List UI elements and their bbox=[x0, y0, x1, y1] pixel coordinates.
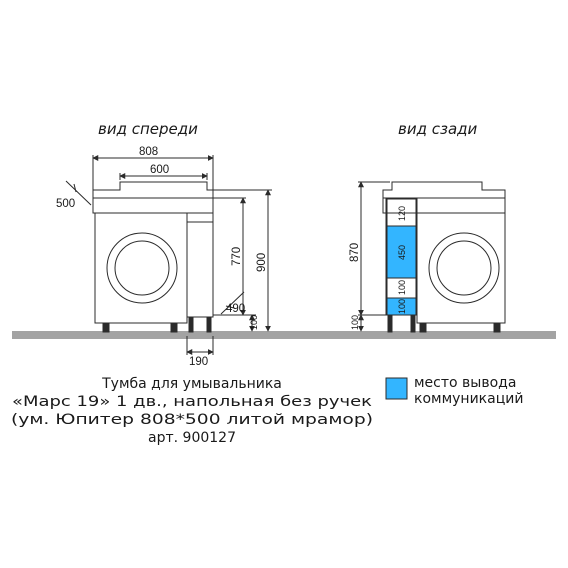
front-dim-600: 600 bbox=[150, 164, 169, 176]
back-dim-100a: 100 bbox=[397, 280, 407, 295]
front-view bbox=[65, 155, 272, 355]
floor-line bbox=[12, 331, 556, 339]
caption-line-2: «Марс 19» 1 дв., напольная без ручек bbox=[12, 394, 372, 410]
front-washer-drum-inner bbox=[114, 240, 170, 296]
back-dim-leg-100: 100 bbox=[350, 315, 360, 330]
front-dim-500: 500 bbox=[56, 198, 75, 210]
front-cabinet-body bbox=[186, 212, 214, 318]
front-dim-808: 808 bbox=[139, 146, 158, 158]
back-dim-100b: 100 bbox=[397, 299, 407, 314]
front-dim-490: 490 bbox=[226, 303, 245, 315]
front-dim-900: 900 bbox=[256, 253, 268, 272]
back-washer-drum-outer bbox=[428, 232, 500, 304]
back-view bbox=[358, 181, 506, 333]
back-cabinet-leg-left bbox=[387, 314, 393, 333]
front-dim-770: 770 bbox=[231, 247, 243, 266]
front-cabinet-leg-left bbox=[188, 316, 194, 333]
back-washer-drum-inner bbox=[436, 240, 492, 296]
front-washer-drum-outer bbox=[106, 232, 178, 304]
back-washer-foot-left bbox=[419, 322, 427, 333]
back-washer-body bbox=[416, 212, 506, 324]
legend-line-2: коммуникаций bbox=[414, 391, 523, 407]
caption-line-4: арт. 900127 bbox=[148, 430, 236, 446]
caption-line-1: Тумба для умывальника bbox=[101, 376, 282, 392]
back-seg-120 bbox=[386, 198, 417, 227]
front-cabinet-leg-right bbox=[206, 316, 212, 333]
back-dim-450: 450 bbox=[397, 245, 407, 260]
legend-line-1: место вывода bbox=[414, 375, 516, 391]
back-dim-120: 120 bbox=[397, 206, 407, 221]
back-washer-foot-right bbox=[493, 322, 501, 333]
front-dim-100: 100 bbox=[249, 315, 259, 330]
legend-swatch bbox=[385, 377, 408, 400]
front-dim-190: 190 bbox=[189, 356, 208, 368]
front-view-title: вид спереди bbox=[98, 120, 198, 138]
front-washer-body bbox=[94, 212, 188, 324]
back-dim-870: 870 bbox=[349, 243, 361, 262]
front-washer-foot-right bbox=[170, 322, 178, 333]
front-basin-top bbox=[92, 181, 214, 199]
front-washer-foot-left bbox=[102, 322, 110, 333]
front-countertop bbox=[92, 197, 214, 214]
back-seg-100 bbox=[386, 277, 417, 299]
back-countertop bbox=[382, 181, 506, 199]
back-view-title: вид сзади bbox=[398, 120, 478, 138]
caption-line-3: (ум. Юпитер 808*500 литой мрамор) bbox=[11, 412, 373, 428]
back-cabinet-leg-right bbox=[410, 314, 416, 333]
